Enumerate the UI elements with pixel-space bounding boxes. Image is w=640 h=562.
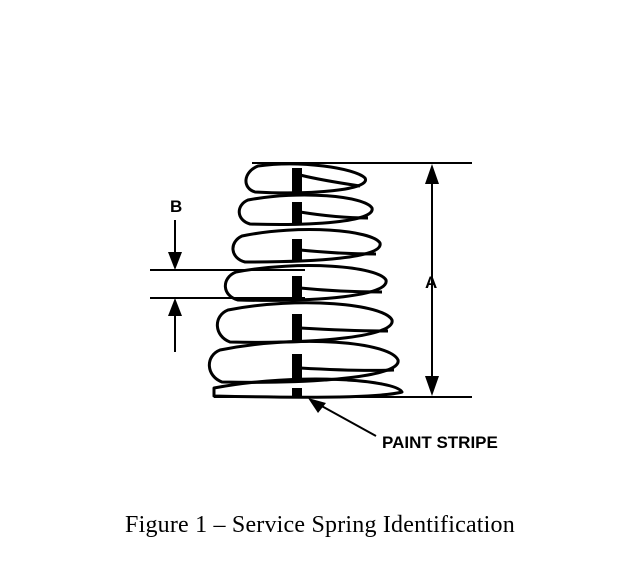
dimension-b-arrow-down — [168, 252, 182, 270]
spring-coil-2 — [237, 193, 374, 226]
dimension-b-label: B — [170, 197, 182, 216]
paint-stripe-leader — [308, 398, 377, 437]
spring-coils — [207, 162, 404, 399]
figure-caption: Figure 1 – Service Spring Identification — [125, 512, 515, 538]
paint-stripe-marks — [292, 168, 302, 396]
spring-coil-5 — [215, 301, 394, 344]
dimension-a — [214, 162, 472, 398]
dimension-a-arrow-up — [425, 164, 439, 184]
dimension-a-arrow-down — [425, 376, 439, 396]
dimension-b-arrow-up — [168, 298, 182, 316]
dimension-a-label: A — [425, 273, 437, 292]
dimension-b — [150, 220, 305, 352]
spring-coil-6 — [207, 339, 400, 384]
spring-coil-3 — [231, 228, 382, 264]
paint-stripe-label: PAINT STRIPE — [382, 433, 498, 452]
spring-coil-1 — [244, 162, 367, 195]
